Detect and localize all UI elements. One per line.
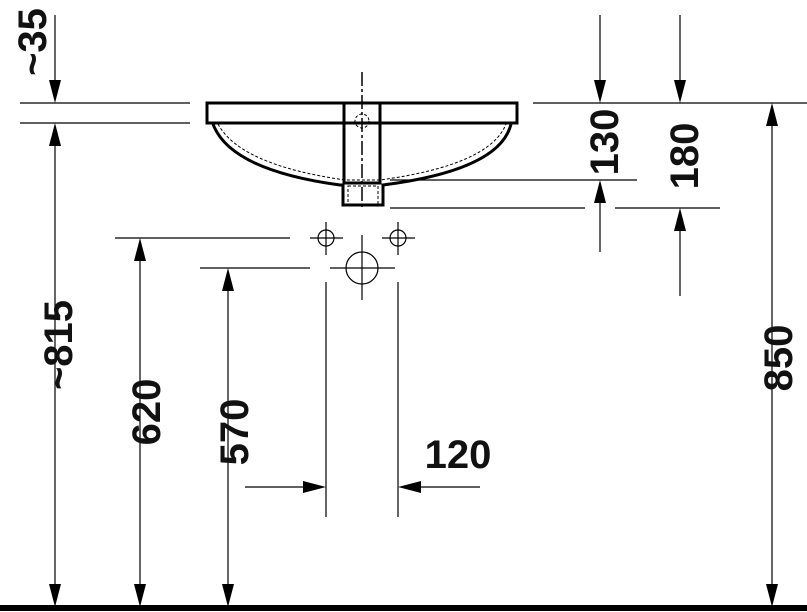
dim-drain-height: 570 (213, 399, 257, 466)
extension-lines (20, 102, 807, 517)
washbasin (205, 72, 519, 208)
connection-points (310, 222, 415, 300)
dim-outlet-depth: 180 (663, 123, 707, 190)
dim-basin-depth: 130 (583, 109, 627, 176)
dim-supply-spacing: 120 (425, 433, 492, 477)
dim-total-height: 850 (757, 325, 801, 392)
dimension-lines (49, 15, 778, 607)
dim-rim-height: ~815 (37, 300, 81, 390)
dim-rim-offset: ~35 (11, 8, 55, 76)
dim-supply-height: 620 (125, 379, 169, 446)
